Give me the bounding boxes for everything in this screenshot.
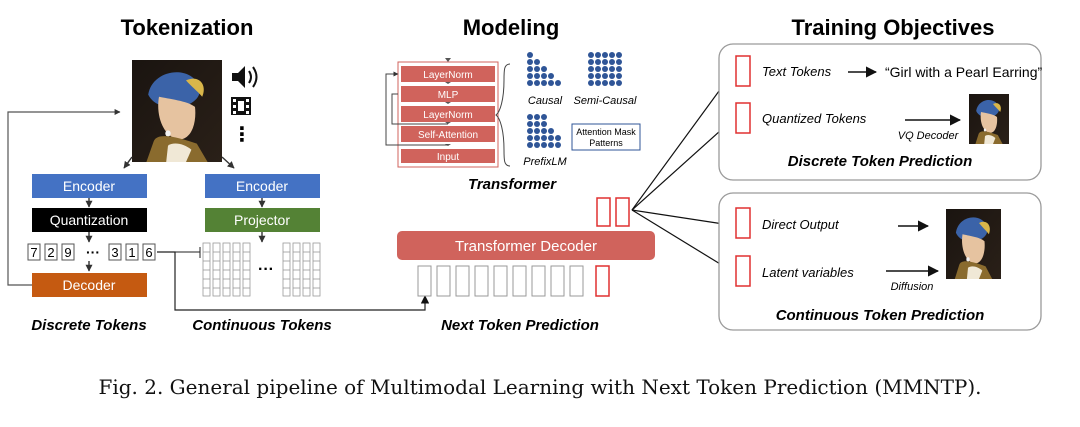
right-encoder-label: Encoder bbox=[236, 178, 288, 194]
transformer-decoder-bar bbox=[397, 231, 655, 260]
text-tokens-label: Text Tokens bbox=[762, 64, 832, 79]
token-value: 9 bbox=[64, 245, 71, 260]
semi-causal-label: Semi-Causal bbox=[574, 95, 638, 107]
continuous-ellipsis: ··· bbox=[258, 261, 274, 278]
left-encoder-label: Encoder bbox=[63, 178, 115, 194]
decoder-label: Decoder bbox=[63, 277, 116, 293]
token-box bbox=[44, 243, 58, 261]
mlp-block: MLP bbox=[438, 90, 459, 101]
reconstruction-loop bbox=[7, 109, 121, 286]
latent-token-box bbox=[735, 255, 751, 287]
transformer-label: Transformer bbox=[468, 176, 557, 193]
continuous-tokens-label: Continuous Tokens bbox=[192, 317, 331, 334]
token-box bbox=[142, 243, 156, 261]
next-token-prediction-label: Next Token Prediction bbox=[441, 317, 599, 334]
token-value: 1 bbox=[128, 245, 135, 260]
token-box bbox=[27, 243, 41, 261]
token-value: 2 bbox=[47, 245, 54, 260]
quantized-token-box bbox=[735, 102, 751, 134]
token-value: 3 bbox=[111, 245, 118, 260]
input-block: Input bbox=[437, 152, 459, 163]
figure-caption: Fig. 2. General pipeline of Multimodal L… bbox=[98, 375, 982, 399]
output-token-2 bbox=[615, 197, 630, 227]
token-box bbox=[61, 243, 75, 261]
pipeline-diagram: Tokenization Modeling Training Objective… bbox=[7, 15, 1042, 334]
token-box bbox=[108, 243, 122, 261]
layernorm-top: LayerNorm bbox=[423, 70, 472, 81]
discrete-token-row: 7 2 9 ··· 3 1 6 bbox=[27, 243, 156, 261]
training-objectives-title: Training Objectives bbox=[792, 15, 995, 40]
tokens-to-decoder-arrow bbox=[157, 251, 430, 311]
token-value: 7 bbox=[30, 245, 37, 260]
painting-image bbox=[132, 60, 222, 162]
token-value: 6 bbox=[145, 245, 152, 260]
prefixlm-mask-icon bbox=[527, 114, 561, 148]
diffusion-label: Diffusion bbox=[891, 281, 934, 293]
discrete-prediction-panel bbox=[718, 43, 1042, 181]
quantization-label: Quantization bbox=[50, 212, 129, 228]
token-box bbox=[125, 243, 139, 261]
projector-label: Projector bbox=[234, 212, 290, 228]
attention-mask-box bbox=[571, 123, 641, 151]
output-token-1 bbox=[596, 197, 611, 227]
latent-variables-label: Latent variables bbox=[762, 265, 854, 280]
continuous-token-prediction-title: Continuous Token Prediction bbox=[776, 307, 985, 324]
prediction-arrows bbox=[631, 75, 731, 271]
text-token-box bbox=[735, 55, 751, 87]
direct-output-label: Direct Output bbox=[762, 217, 840, 232]
token-ellipsis: ··· bbox=[86, 244, 100, 260]
video-icon bbox=[231, 97, 251, 115]
modality-dots: ⋮ bbox=[232, 124, 252, 146]
attention-mask-line1: Attention Mask bbox=[576, 127, 636, 137]
causal-label: Causal bbox=[528, 95, 563, 107]
vq-output-image bbox=[969, 94, 1009, 144]
speaker-icon bbox=[232, 66, 258, 88]
discrete-token-prediction-title: Discrete Token Prediction bbox=[788, 153, 973, 170]
discrete-tokens-label: Discrete Tokens bbox=[31, 317, 146, 334]
direct-output-token-box bbox=[735, 207, 751, 239]
modeling-title: Modeling bbox=[463, 15, 560, 40]
right-encoder-box bbox=[205, 174, 320, 198]
transformer-stack: LayerNorm MLP LayerNorm Self-Attention I… bbox=[385, 58, 499, 168]
left-encoder-box bbox=[32, 174, 147, 198]
projector-box bbox=[205, 208, 320, 232]
decoder-box bbox=[32, 273, 147, 297]
decoder-input-tokens bbox=[417, 265, 584, 297]
continuous-output-image bbox=[946, 209, 1001, 279]
prefixlm-label: PrefixLM bbox=[523, 156, 567, 168]
self-attention-block: Self-Attention bbox=[418, 130, 478, 141]
layernorm-bottom: LayerNorm bbox=[423, 110, 472, 121]
tokenization-title: Tokenization bbox=[121, 15, 254, 40]
continuous-token-columns bbox=[202, 242, 321, 297]
vq-decoder-label: VQ Decoder bbox=[898, 130, 960, 142]
attention-mask-line2: Patterns bbox=[589, 138, 623, 148]
predicted-input-token bbox=[595, 265, 610, 297]
quantized-tokens-label: Quantized Tokens bbox=[762, 111, 867, 126]
semi-causal-mask-icon bbox=[588, 52, 622, 86]
stack-brace bbox=[495, 63, 511, 167]
transformer-decoder-label: Transformer Decoder bbox=[455, 238, 597, 255]
quantization-box bbox=[32, 208, 147, 232]
causal-mask-icon bbox=[527, 52, 561, 86]
text-output: “Girl with a Pearl Earring” bbox=[885, 64, 1042, 80]
